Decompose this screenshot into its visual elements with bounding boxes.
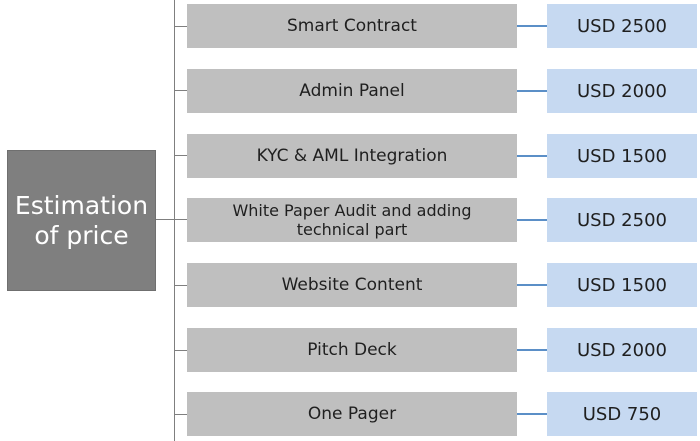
branch-connector (174, 219, 187, 220)
price-node: USD 750 (547, 392, 697, 436)
price-connector (517, 25, 547, 27)
price-label: USD 2500 (577, 15, 667, 37)
price-node: USD 1500 (547, 134, 697, 178)
item-label: Admin Panel (299, 81, 405, 101)
price-connector (517, 90, 547, 92)
price-label: USD 750 (582, 403, 662, 425)
price-label: USD 2000 (577, 339, 667, 361)
price-label: USD 2500 (577, 209, 667, 231)
price-connector (517, 219, 547, 221)
price-node: USD 2500 (547, 4, 697, 48)
item-node: Pitch Deck (187, 328, 517, 372)
item-node: One Pager (187, 392, 517, 436)
price-label: USD 2000 (577, 80, 667, 102)
item-node: KYC & AML Integration (187, 134, 517, 178)
branch-connector (174, 285, 187, 286)
item-node: Smart Contract (187, 4, 517, 48)
branch-connector (174, 26, 187, 27)
price-label: USD 1500 (577, 274, 667, 296)
item-label: KYC & AML Integration (256, 146, 448, 166)
item-label: Website Content (281, 275, 423, 295)
tree-trunk-line (174, 0, 175, 441)
price-connector (517, 155, 547, 157)
root-label: Estimation of price (14, 190, 149, 250)
root-node: Estimation of price (7, 150, 156, 291)
item-node: White Paper Audit and adding technical p… (187, 198, 517, 242)
item-label: Pitch Deck (307, 340, 397, 360)
branch-connector (174, 90, 187, 91)
item-label: One Pager (307, 404, 397, 424)
branch-connector (174, 350, 187, 351)
price-node: USD 2000 (547, 328, 697, 372)
price-label: USD 1500 (577, 145, 667, 167)
price-node: USD 2000 (547, 69, 697, 113)
price-connector (517, 284, 547, 286)
item-label: Smart Contract (287, 16, 417, 36)
price-node: USD 1500 (547, 263, 697, 307)
price-node: USD 2500 (547, 198, 697, 242)
root-connector (156, 219, 174, 220)
branch-connector (174, 414, 187, 415)
price-connector (517, 349, 547, 351)
item-label: White Paper Audit and adding technical p… (232, 201, 472, 239)
item-node: Website Content (187, 263, 517, 307)
branch-connector (174, 155, 187, 156)
item-node: Admin Panel (187, 69, 517, 113)
price-connector (517, 413, 547, 415)
